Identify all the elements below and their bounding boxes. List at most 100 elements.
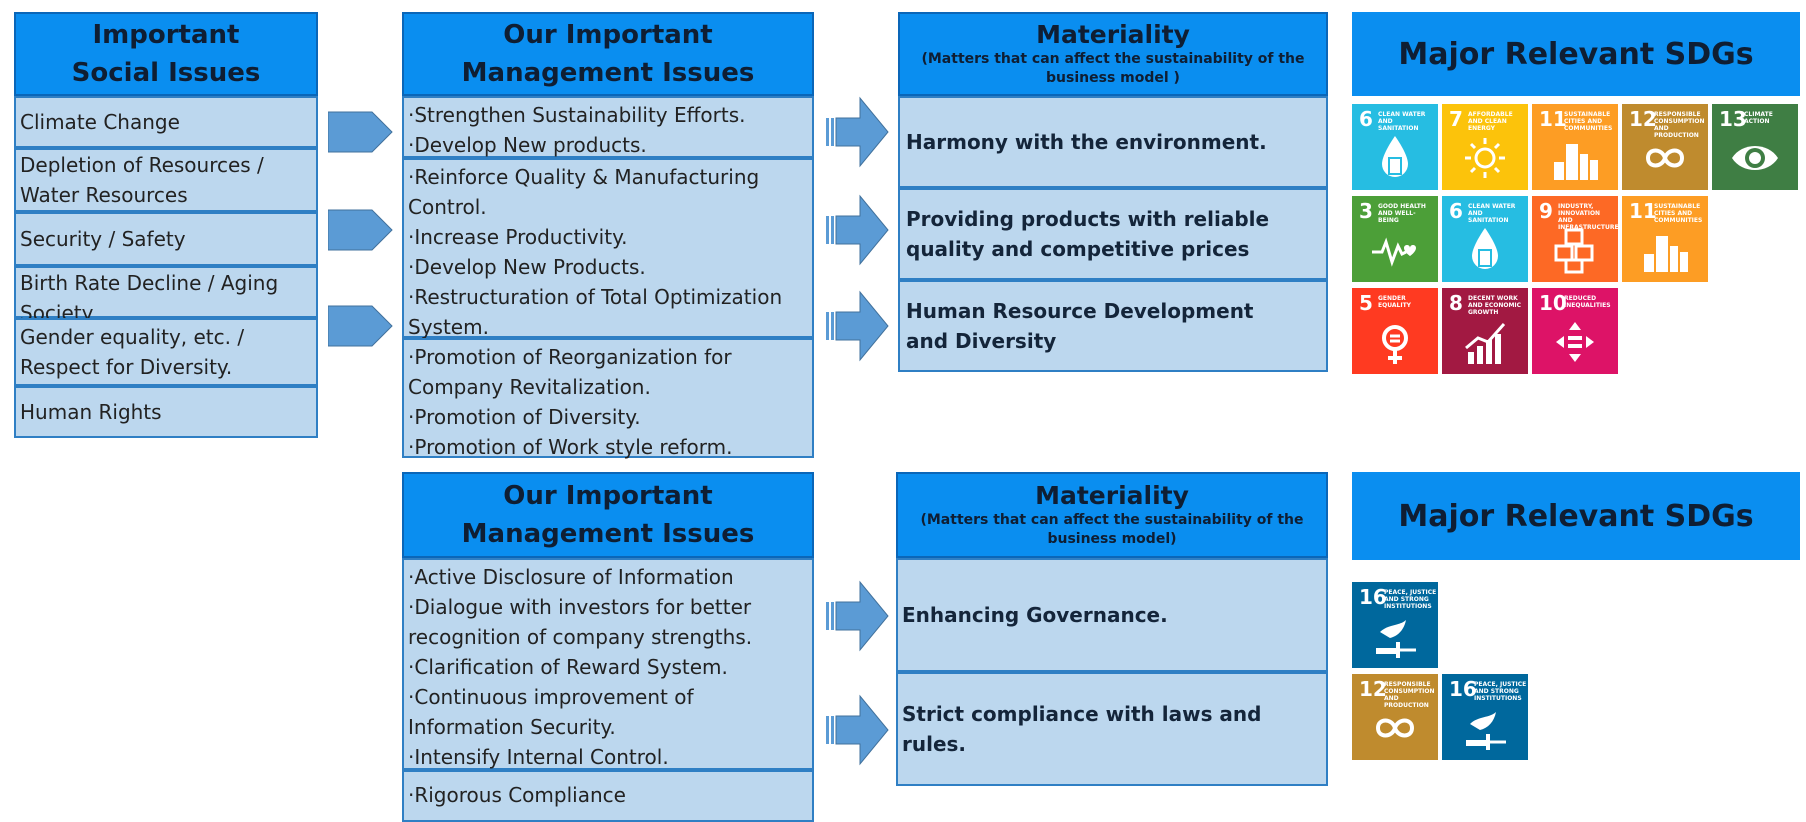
sdg-label: Responsible consumption and production [1654, 111, 1705, 139]
sdg-label: Affordable and clean energy [1468, 111, 1513, 132]
eye-globe-icon [1732, 146, 1778, 170]
social-issue-item: Depletion of Resources / Water Resources [14, 148, 318, 212]
management-issue-line: ·Intensify Internal Control. [408, 745, 669, 769]
sdg-tile: 8Decent work and economic growth [1442, 288, 1528, 374]
sdg-tile: 11Sustainable cities and communities [1622, 196, 1708, 282]
right-arrow-icon [826, 580, 889, 652]
management-issues-title: Our Important Management Issues [461, 481, 755, 549]
social-issue-label: Depletion of Resources / Water Resources [20, 153, 264, 207]
right-arrow-icon [826, 290, 889, 362]
materiality-label: Enhancing Governance. [902, 603, 1168, 627]
materiality-item: Enhancing Governance. [896, 558, 1328, 672]
management-issue-line: Information Security. [408, 715, 616, 739]
management-issue-line: ·Restructuration of Total Optimization [408, 285, 783, 309]
right-arrow-icon [328, 111, 393, 153]
materiality-header: Materiality (Matters that can affect the… [896, 472, 1328, 558]
management-issue-line: ·Reinforce Quality & Manufacturing [408, 165, 760, 189]
management-issue-line: ·Develop New products. [408, 133, 647, 157]
social-issue-label: Birth Rate Decline / Aging Society [20, 271, 279, 325]
materiality-subtitle: (Matters that can affect the sustainabil… [920, 512, 1304, 547]
sdg-label: Clean water and sanitation [1468, 203, 1516, 224]
social-issue-item: Human Rights [14, 386, 318, 438]
sdg-number: 5 [1359, 291, 1373, 315]
materiality-title: Materiality [1035, 481, 1189, 510]
management-issue-group: ·Reinforce Quality & Manufacturing Contr… [402, 158, 814, 339]
gender-icon [1382, 325, 1408, 364]
sdg-tile: 11Sustainable cities and communities [1532, 104, 1618, 190]
dove-gavel-icon [1376, 620, 1416, 658]
management-issues-header: Our Important Management Issues [402, 12, 814, 96]
sdg-label: Responsible consumption and production [1384, 681, 1435, 709]
right-arrow-icon [826, 96, 889, 168]
heartbeat-icon [1372, 237, 1416, 267]
management-issue-line: ·Continuous improvement of [408, 685, 694, 709]
sdg-label: Decent work and economic growth [1468, 295, 1522, 316]
sdg-number: 16 [1359, 585, 1387, 609]
sdgs-header: Major Relevant SDGs [1352, 472, 1800, 560]
water-drop-icon [1382, 136, 1408, 177]
management-issue-line: ·Develop New Products. [408, 255, 646, 279]
growth-chart-icon [1465, 323, 1506, 364]
sdg-label: Reduced inequalities [1564, 295, 1611, 309]
infinity-icon [1645, 148, 1685, 168]
management-issue-group: ·Promotion of Reorganization for Company… [402, 338, 814, 459]
social-issues-header: Important Social Issues [14, 12, 318, 96]
sdg-label: Clean water and sanitation [1378, 111, 1426, 132]
sdg-tile: 10Reduced inequalities [1532, 288, 1618, 374]
right-arrow-icon [826, 194, 889, 266]
materiality-label: Providing products with reliable quality… [906, 207, 1270, 261]
materiality-label: Strict compliance with laws and rules. [902, 702, 1262, 756]
city-icon [1554, 144, 1598, 180]
sdg-tile: 6Clean water and sanitation [1442, 196, 1528, 282]
sdg-tile: 7Affordable and clean energy [1442, 104, 1528, 190]
infinity-icon [1375, 718, 1415, 738]
right-arrow-icon [328, 305, 393, 347]
social-issue-item: Birth Rate Decline / Aging Society [14, 266, 318, 325]
social-issues-title: Important Social Issues [71, 20, 261, 88]
sdg-label: Gender equality [1378, 295, 1412, 309]
sdg-number: 11 [1629, 199, 1657, 223]
management-issue-line: ·Rigorous Compliance [408, 783, 626, 807]
materiality-subtitle: (Matters that can affect the sustainabil… [921, 51, 1305, 86]
management-issues-title: Our Important Management Issues [461, 20, 755, 88]
sdg-number: 16 [1449, 677, 1477, 701]
sdg-tile: 5 Gender equality [1352, 288, 1438, 374]
management-issue-line: ·Clarification of Reward System. [408, 655, 728, 679]
management-issue-line: ·Dialogue with investors for better [408, 595, 752, 619]
sdg-label: Industry, innovation and infrastructure [1558, 203, 1618, 231]
social-issue-label: Human Rights [20, 400, 162, 424]
sdg-tile: 6Clean water and sanitation [1352, 104, 1438, 190]
sdgs-title: Major Relevant SDGs [1398, 36, 1754, 72]
sdg-tile: 12Responsible consumption and production [1622, 104, 1708, 190]
right-arrow-icon [826, 694, 889, 766]
sdg-number: 10 [1539, 291, 1567, 315]
management-issue-group: ·Rigorous Compliance [402, 770, 814, 822]
sdgs-title: Major Relevant SDGs [1398, 498, 1754, 534]
materiality-item: Human Resource Development and Diversity [898, 280, 1328, 372]
dove-gavel-icon [1466, 712, 1506, 750]
management-issue-group: ·Active Disclosure of Information ·Dialo… [402, 558, 814, 770]
sdg-label: Sustainable cities and communities [1564, 111, 1613, 132]
social-issue-label: Gender equality, etc. / Respect for Dive… [20, 325, 245, 379]
sdg-number: 11 [1539, 107, 1567, 131]
sdg-tile: 16Peace, justice and strong institutions [1352, 582, 1438, 668]
sdg-number: 9 [1539, 199, 1553, 223]
sdg-tile: 13Climate action [1712, 104, 1798, 190]
social-issue-item: Gender equality, etc. / Respect for Dive… [14, 318, 318, 386]
materiality-header: Materiality (Matters that can affect the… [898, 12, 1328, 96]
equality-icon [1556, 322, 1594, 362]
materiality-label: Human Resource Development and Diversity [906, 299, 1254, 353]
management-issue-line: Control. [408, 195, 487, 219]
sdg-tile: 9Industry, innovation and infrastructure [1532, 196, 1618, 282]
cubes-icon [1554, 228, 1594, 274]
sdg-number: 13 [1719, 107, 1747, 131]
social-issue-label: Climate Change [20, 110, 180, 134]
sdgs-header: Major Relevant SDGs [1352, 12, 1800, 96]
sdg-label: Good health and well-being [1378, 203, 1426, 224]
management-issue-line: ·Strengthen Sustainability Efforts. [408, 103, 746, 127]
sdg-number: 12 [1359, 677, 1387, 701]
social-issue-item: Security / Safety [14, 212, 318, 266]
management-issue-line: ·Active Disclosure of Information [408, 565, 734, 589]
sun-icon [1465, 138, 1505, 178]
sdg-label: Peace, justice and strong institutions [1384, 589, 1437, 610]
